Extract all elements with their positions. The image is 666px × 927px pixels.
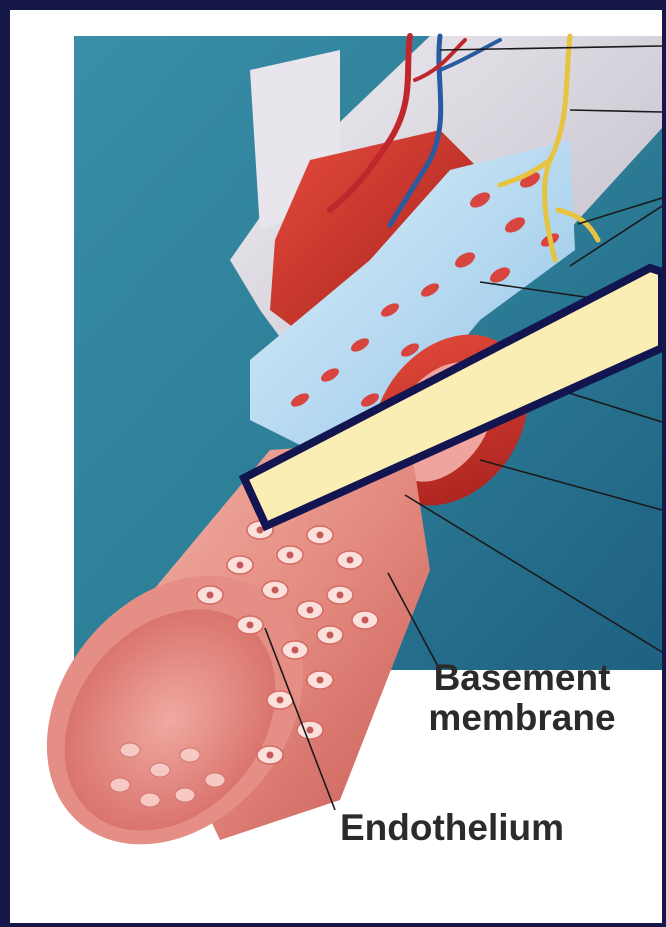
basement-label-line1: Basement <box>392 658 652 698</box>
basement-membrane-label: Basement membrane <box>392 658 652 738</box>
basement-label-line2: membrane <box>392 698 652 738</box>
blood-vessel-illustration <box>10 10 662 923</box>
slide-canvas: Basement membrane Endothelium <box>10 10 662 923</box>
endothelium-label: Endothelium <box>340 808 660 848</box>
